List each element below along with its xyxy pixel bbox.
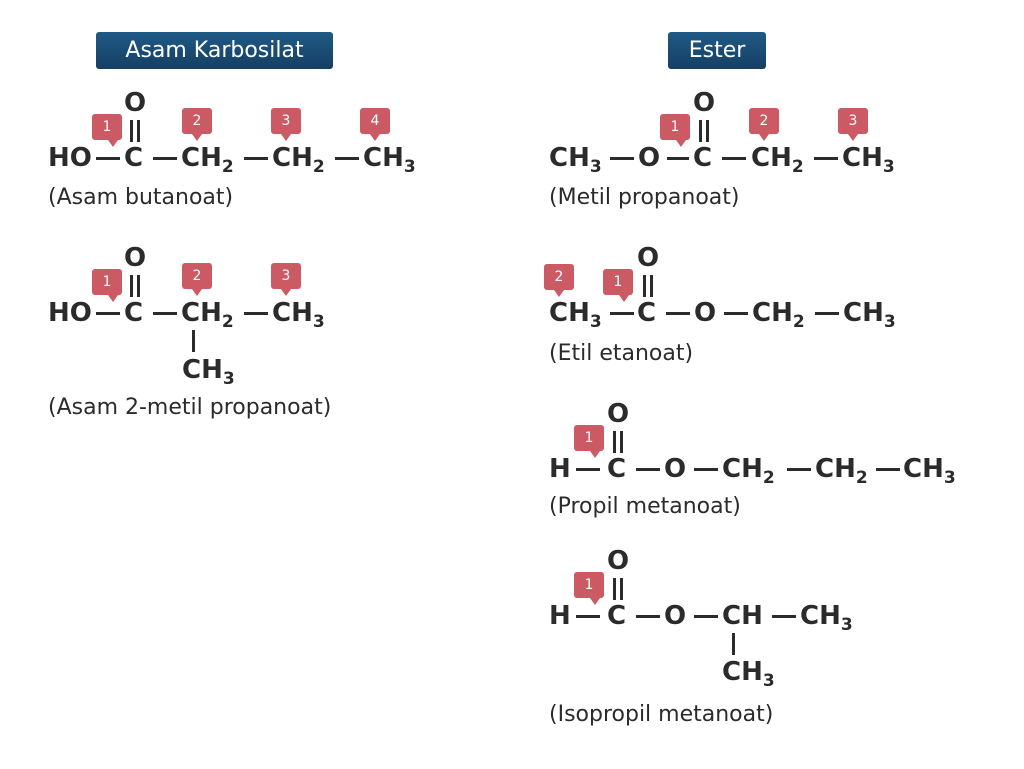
atom-c: C	[607, 601, 627, 631]
bond	[667, 157, 689, 160]
atom-o: O	[664, 454, 687, 484]
atom-c: C	[607, 454, 627, 484]
atom-c: C	[124, 143, 144, 173]
bond	[335, 157, 359, 160]
atom-ho: HO	[48, 143, 92, 173]
atom-o: O	[693, 88, 716, 118]
atom-ho: HO	[48, 298, 92, 328]
atom-ch2: CH2	[752, 298, 805, 332]
atom-ch3: CH3	[363, 143, 416, 177]
bond	[787, 468, 811, 471]
double-bond	[698, 120, 710, 142]
bond	[724, 312, 748, 315]
bond	[722, 157, 746, 160]
bond	[153, 312, 177, 315]
bond	[244, 157, 268, 160]
double-bond	[612, 578, 624, 600]
bond	[610, 312, 634, 315]
atom-o: O	[124, 88, 147, 118]
atom-c: C	[637, 298, 657, 328]
bond	[694, 468, 718, 471]
atom-ch3: CH3	[903, 454, 956, 488]
tag-3: 3	[838, 108, 868, 141]
atom-ch3: CH3	[722, 657, 775, 691]
caption-etil-etanoat: (Etil etanoat)	[549, 341, 694, 366]
caption-propil-metanoat: (Propil metanoat)	[549, 494, 741, 519]
bond	[636, 468, 660, 471]
double-bond	[612, 431, 624, 453]
atom-o: O	[694, 298, 717, 328]
bond	[876, 468, 900, 471]
atom-ch3: CH3	[182, 355, 235, 389]
atom-ch3: CH3	[800, 601, 853, 635]
atom-ch2: CH2	[181, 143, 234, 177]
bond	[192, 330, 195, 352]
tag-2: 2	[749, 108, 779, 141]
bond	[610, 157, 634, 160]
bond	[96, 157, 120, 160]
tag-4: 4	[360, 108, 390, 141]
tag-2: 2	[182, 108, 212, 141]
bond	[576, 468, 600, 471]
double-bond	[129, 275, 141, 297]
atom-ch2: CH2	[751, 143, 804, 177]
atom-o: O	[124, 243, 147, 273]
tag-3: 3	[271, 263, 301, 296]
bond	[814, 157, 838, 160]
atom-ch3: CH3	[843, 298, 896, 332]
atom-c: C	[124, 298, 144, 328]
tag-1: 1	[603, 269, 633, 302]
bond	[694, 615, 718, 618]
tag-1: 1	[574, 425, 604, 458]
atom-o: O	[664, 601, 687, 631]
tag-2: 2	[182, 263, 212, 296]
atom-ch: CH	[722, 601, 763, 631]
tag-3: 3	[271, 108, 301, 141]
bond	[244, 312, 268, 315]
atom-h: H	[549, 454, 571, 484]
bond	[732, 633, 735, 655]
atom-ch2: CH2	[722, 454, 775, 488]
atom-c: C	[693, 143, 713, 173]
atom-ch2: CH2	[272, 143, 325, 177]
bond	[576, 615, 600, 618]
atom-ch3: CH3	[842, 143, 895, 177]
caption-isopropil-metanoat: (Isopropil metanoat)	[549, 702, 774, 727]
bond	[636, 615, 660, 618]
atom-ch2: CH2	[815, 454, 868, 488]
header-asam-karbosilat: Asam Karbosilat	[96, 32, 333, 69]
tag-1: 1	[660, 114, 690, 147]
caption-asam-2-metil-propanoat: (Asam 2-metil propanoat)	[48, 395, 332, 420]
atom-ch3: CH3	[272, 298, 325, 332]
bond	[772, 615, 796, 618]
caption-asam-butanoat: (Asam butanoat)	[48, 185, 234, 210]
atom-ch3: CH3	[549, 143, 602, 177]
bond	[96, 312, 120, 315]
caption-metil-propanoat: (Metil propanoat)	[549, 185, 740, 210]
bond	[815, 312, 839, 315]
tag-1: 1	[92, 114, 122, 147]
atom-o: O	[638, 143, 661, 173]
double-bond	[129, 120, 141, 142]
atom-ch3: CH3	[549, 298, 602, 332]
atom-ch2: CH2	[181, 298, 234, 332]
header-ester: Ester	[668, 32, 766, 69]
bond	[153, 157, 177, 160]
double-bond	[642, 275, 654, 297]
tag-2: 2	[544, 264, 574, 297]
atom-o: O	[607, 399, 630, 429]
atom-o: O	[637, 243, 660, 273]
atom-o: O	[607, 546, 630, 576]
tag-1: 1	[92, 269, 122, 302]
tag-1: 1	[574, 572, 604, 605]
bond	[666, 312, 690, 315]
atom-h: H	[549, 601, 571, 631]
